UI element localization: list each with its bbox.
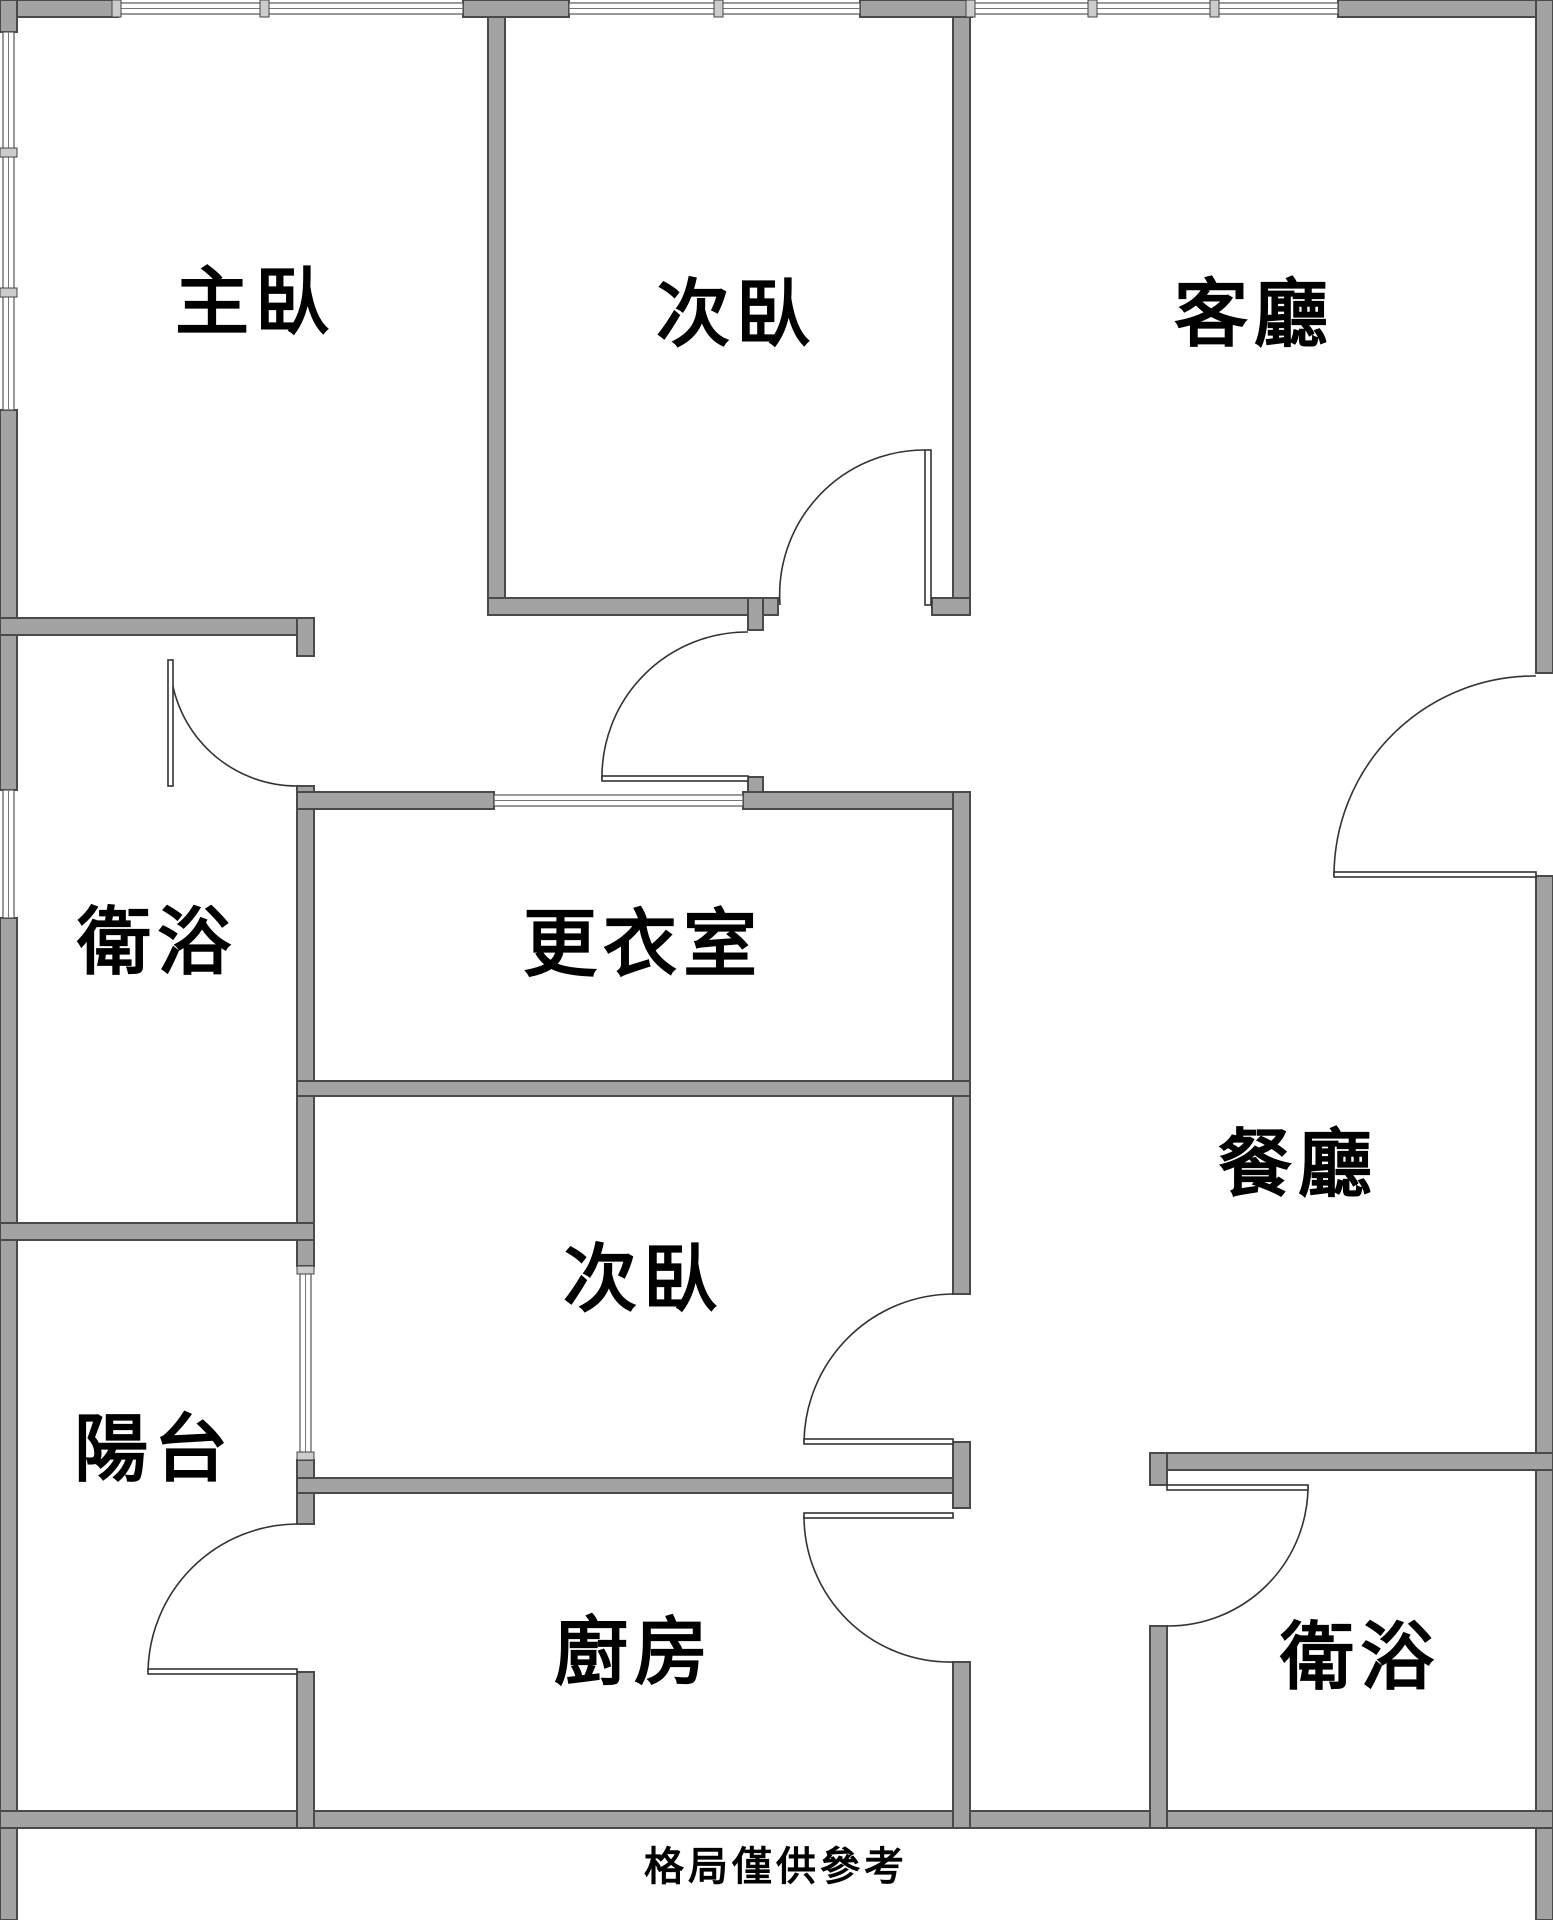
door-bedroom2-top: [778, 449, 932, 606]
wall-closet-top-2: [742, 791, 971, 810]
room-label-second-bedroom-top: 次臥: [656, 272, 816, 358]
room-label-walk-in-closet: 更衣室: [523, 902, 763, 988]
door-corridor: [601, 631, 749, 782]
wall-master-bottom: [0, 617, 315, 636]
caption-layout-reference: 格局僅供參考: [644, 1843, 908, 1890]
wall-bottom: [0, 1810, 1553, 1829]
room-label-living-room: 客廳: [1174, 272, 1334, 358]
room-label-bathroom-left: 衛浴: [76, 900, 237, 986]
wall-bed2-left: [487, 16, 506, 616]
wall-top-3: [859, 0, 973, 18]
room-labels: 主臥 次臥 客廳 衛浴 更衣室 餐廳 次臥 陽台 廚房 衛浴: [74, 260, 1440, 1701]
door-kitchen: [803, 1512, 954, 1663]
wall-kitchen-right: [952, 1661, 971, 1829]
wall-bed2-right: [952, 16, 971, 616]
door-bedroom3: [803, 1293, 954, 1445]
wall-rbath-left-1: [1149, 1452, 1168, 1486]
wall-master-bottom-jamb: [296, 617, 315, 657]
room-label-balcony: 陽台: [74, 1407, 234, 1493]
room-label-master-bedroom: 主臥: [175, 260, 335, 346]
wall-bed2-bottom-2: [931, 597, 971, 616]
wall-closet-top-1: [296, 791, 495, 810]
wall-left-3: [0, 917, 18, 1920]
room-label-kitchen: 廚房: [554, 1610, 714, 1696]
wall-bath-right-2: [296, 1237, 315, 1267]
wall-left-2: [0, 409, 18, 791]
wall-corridor-post-1: [747, 597, 764, 631]
door-entrance: [1333, 675, 1537, 878]
room-label-dining-room: 餐廳: [1218, 1122, 1378, 1208]
wall-bed3-bottom: [296, 1477, 971, 1494]
wall-top-2: [462, 0, 570, 18]
wall-bed2-bottom-1: [487, 597, 779, 616]
wall-balcony-right-2: [296, 1671, 315, 1829]
wall-top-4: [1337, 0, 1553, 18]
doors: [147, 449, 1537, 1675]
wall-bath-right-1: [296, 785, 315, 1267]
wall-rbath-left-2: [1149, 1625, 1168, 1829]
room-label-second-bedroom-middle: 次臥: [563, 1237, 723, 1323]
wall-closet-bottom: [296, 1080, 971, 1097]
wall-bath-bottom: [0, 1222, 315, 1241]
wall-left-1: [0, 0, 18, 33]
wall-closet-right: [952, 791, 971, 1295]
door-balcony: [147, 1523, 298, 1675]
wall-right-2: [1535, 875, 1553, 1920]
wall-right-1: [1535, 0, 1553, 674]
windows: [0, 0, 1339, 1461]
door-bathroom-left: [167, 659, 298, 787]
door-bathroom-right: [1166, 1484, 1309, 1627]
room-label-bathroom-right: 衛浴: [1279, 1615, 1440, 1701]
wall-rbath-top: [1149, 1452, 1553, 1471]
wall-bed3-right-post: [952, 1441, 971, 1509]
